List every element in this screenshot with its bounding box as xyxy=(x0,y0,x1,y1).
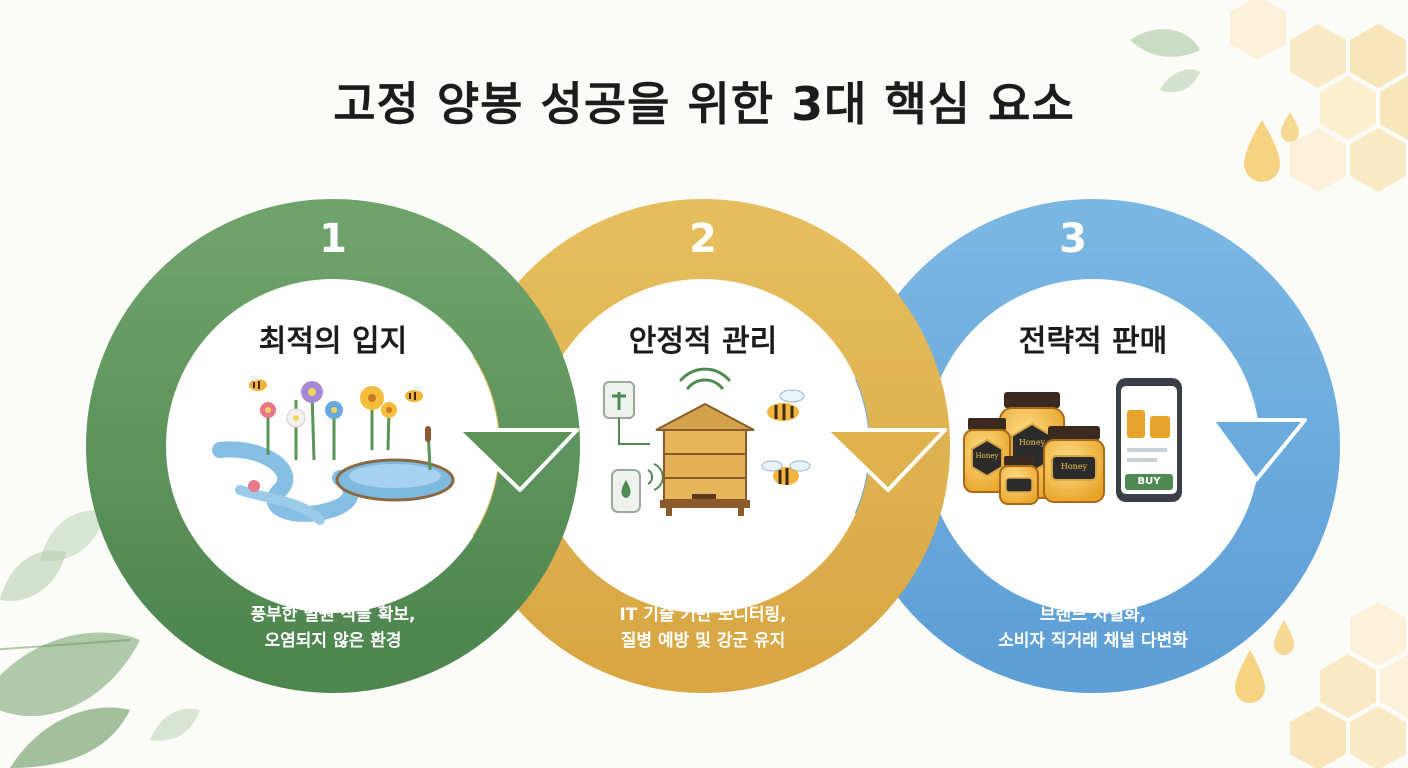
leaf-decoration xyxy=(1160,69,1200,93)
step-3-desc-line-2: 소비자 직거래 채널 다변화 xyxy=(998,631,1188,651)
leaves-decoration-bottom-left xyxy=(0,510,200,768)
honey-drop-decoration xyxy=(1235,650,1265,703)
step-1-desc-line-1: 풍부한 밀원 식물 확보, xyxy=(250,605,416,625)
honey-jars-mobile-illustration xyxy=(963,378,1182,505)
flowers-river-illustration xyxy=(212,375,455,525)
honey-drop-decoration xyxy=(1281,112,1299,142)
step-1-heading: 최적의 입지 xyxy=(258,324,408,359)
arrow-1-to-2-icon xyxy=(456,428,579,492)
step-1-desc-line-2: 오염되지 않은 환경 xyxy=(264,631,402,651)
honey-drop-decoration xyxy=(1244,120,1280,182)
beehive-iot-illustration xyxy=(603,367,811,516)
arrow-2-to-3-icon xyxy=(824,428,947,492)
step-3-number: 3 xyxy=(1059,216,1087,262)
step-2-heading: 안정적 관리 xyxy=(628,324,778,359)
step-2-number: 2 xyxy=(689,216,717,262)
jar-label-3: Honey xyxy=(1060,462,1088,471)
step-1-number: 1 xyxy=(319,216,347,262)
leaf-decoration xyxy=(1130,29,1200,57)
step-1-description: 풍부한 밀원 식물 확보, 오염되지 않은 환경 xyxy=(183,602,483,654)
honey-drop-decoration xyxy=(1274,620,1294,655)
honeycomb-decoration-top-right xyxy=(1230,0,1408,192)
step-3-desc-line-1: 브랜드 차별화, xyxy=(1039,605,1147,625)
page-title: 고정 양봉 성공을 위한 3대 핵심 요소 xyxy=(333,77,1075,131)
step-3-description: 브랜드 차별화, 소비자 직거래 채널 다변화 xyxy=(943,602,1243,654)
step-2-desc-line-2: 질병 예방 및 강군 유지 xyxy=(620,631,786,651)
jar-label-1: Honey xyxy=(1018,438,1046,447)
step-3-heading: 전략적 판매 xyxy=(1018,324,1168,359)
buy-button[interactable]: BUY xyxy=(1137,476,1161,487)
step-2-desc-line-1: IT 기술 기반 모니터링, xyxy=(619,605,787,625)
honeycomb-decoration-bottom-right xyxy=(1290,602,1408,768)
arrow-3-end-icon xyxy=(1210,418,1307,482)
step-2-description: IT 기술 기반 모니터링, 질병 예방 및 강군 유지 xyxy=(553,602,853,654)
jar-label-2: Honey xyxy=(975,452,999,460)
